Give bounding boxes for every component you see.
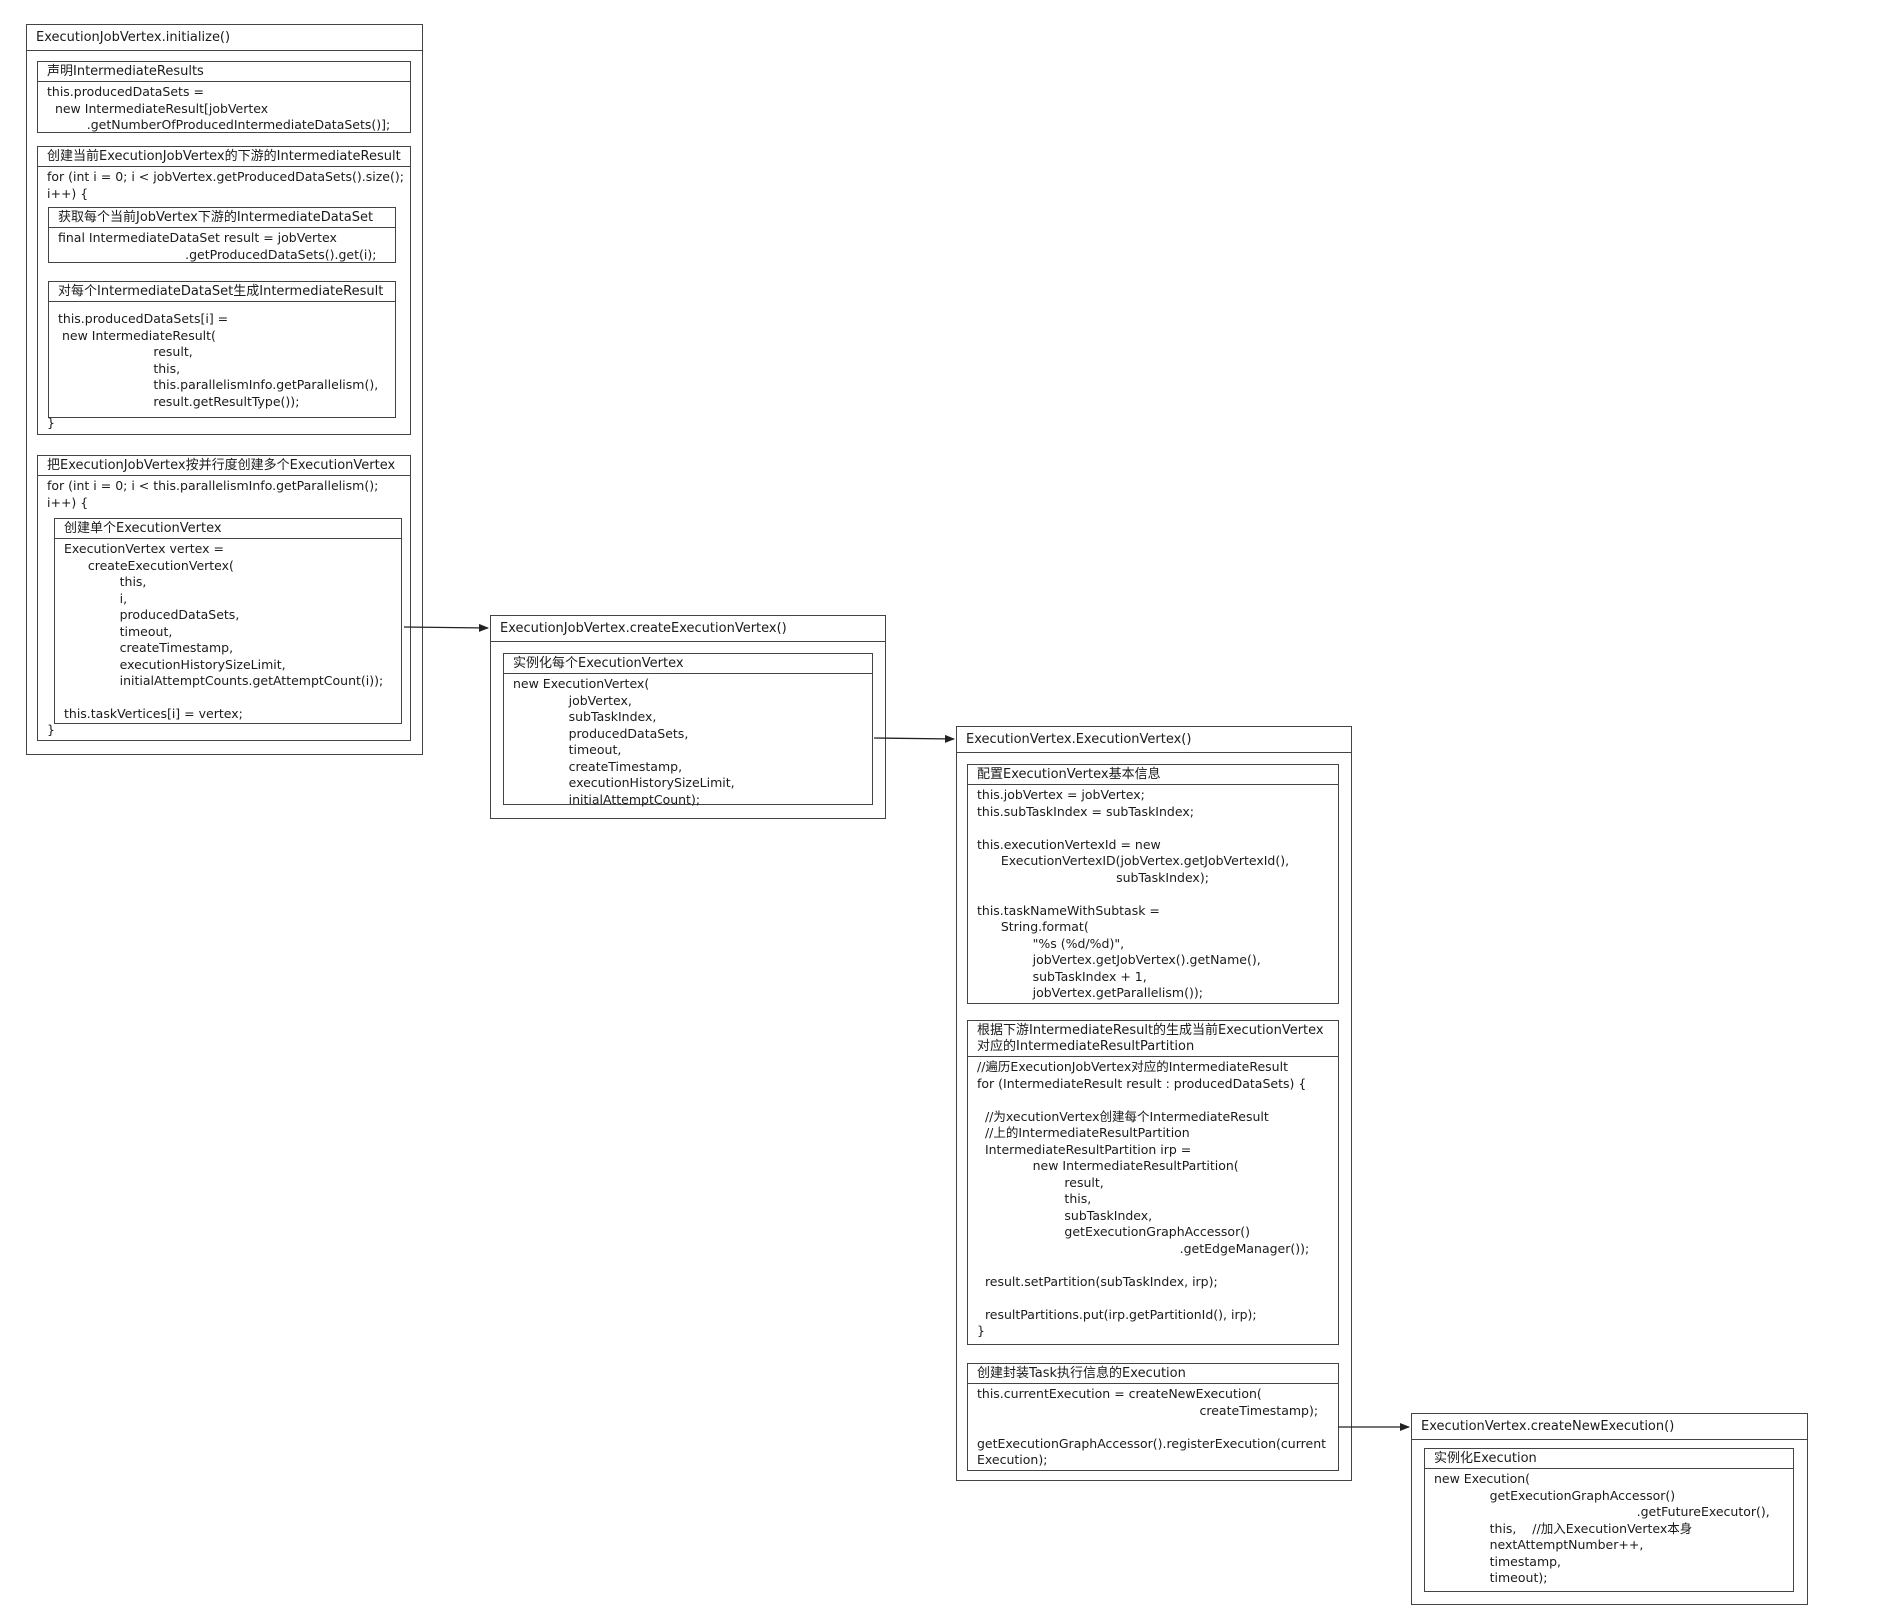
create-results-title: 创建当前ExecutionJobVertex的下游的IntermediateRe… — [38, 147, 410, 167]
initialize-title: ExecutionJobVertex.initialize() — [27, 25, 422, 51]
create-results-loop-code: for (int i = 0; i < jobVertex.getProduce… — [47, 169, 404, 201]
create-vertices-closing-brace: } — [47, 722, 55, 737]
create-new-execution-box: ExecutionVertex.createNewExecution() 实例化… — [1411, 1413, 1808, 1605]
create-vertices-loop-code: for (int i = 0; i < this.parallelismInfo… — [47, 478, 379, 510]
create-results-closing-brace: } — [47, 415, 55, 430]
instantiate-execution-section: 实例化Execution new Execution( getExecution… — [1424, 1448, 1794, 1592]
gen-result-code: this.producedDataSets[i] = new Intermedi… — [58, 311, 379, 409]
create-execution-vertex-title: ExecutionJobVertex.createExecutionVertex… — [491, 616, 885, 642]
declare-results-title: 声明IntermediateResults — [38, 62, 410, 82]
basic-info-section: 配置ExecutionVertex基本信息 this.jobVertex = j… — [967, 764, 1339, 1004]
arrow-initialize-to-create-vertex — [403, 623, 489, 632]
instantiate-execution-code: new Execution( getExecutionGraphAccessor… — [1434, 1471, 1770, 1585]
get-dataset-title: 获取每个当前JobVertex下游的IntermediateDataSet — [49, 208, 395, 228]
partitions-code: //遍历ExecutionJobVertex对应的IntermediateRes… — [977, 1059, 1310, 1338]
execution-vertex-ctor-box: ExecutionVertex.ExecutionVertex() 配置Exec… — [956, 726, 1352, 1481]
create-execution-section: 创建封装Task执行信息的Execution this.currentExecu… — [967, 1363, 1339, 1471]
instantiate-execution-title: 实例化Execution — [1425, 1449, 1793, 1469]
create-vertices-title: 把ExecutionJobVertex按并行度创建多个ExecutionVert… — [38, 456, 410, 476]
single-vertex-title: 创建单个ExecutionVertex — [55, 519, 401, 539]
instantiate-vertex-section: 实例化每个ExecutionVertex new ExecutionVertex… — [503, 653, 873, 807]
partitions-section: 根据下游IntermediateResult的生成当前ExecutionVert… — [967, 1020, 1339, 1345]
execution-vertex-ctor-title: ExecutionVertex.ExecutionVertex() — [957, 727, 1351, 753]
get-dataset-code: final IntermediateDataSet result = jobVe… — [58, 230, 377, 262]
gen-result-section: 对每个IntermediateDataSet生成IntermediateResu… — [48, 281, 396, 418]
gen-result-title: 对每个IntermediateDataSet生成IntermediateResu… — [49, 282, 395, 302]
single-vertex-section: 创建单个ExecutionVertex ExecutionVertex vert… — [54, 518, 402, 724]
declare-results-section: 声明IntermediateResults this.producedDataS… — [37, 61, 411, 133]
instantiate-vertex-title: 实例化每个ExecutionVertex — [504, 654, 872, 674]
create-execution-vertex-box: ExecutionJobVertex.createExecutionVertex… — [490, 615, 886, 819]
create-execution-code: this.currentExecution = createNewExecuti… — [977, 1386, 1327, 1467]
create-results-section: 创建当前ExecutionJobVertex的下游的IntermediateRe… — [37, 146, 411, 435]
single-vertex-code: ExecutionVertex vertex = createExecution… — [64, 541, 384, 721]
create-execution-title: 创建封装Task执行信息的Execution — [968, 1364, 1338, 1384]
partitions-title: 根据下游IntermediateResult的生成当前ExecutionVert… — [968, 1021, 1338, 1057]
basic-info-code: this.jobVertex = jobVertex; this.subTask… — [977, 787, 1290, 1000]
get-dataset-section: 获取每个当前JobVertex下游的IntermediateDataSet fi… — [48, 207, 396, 263]
create-new-execution-title: ExecutionVertex.createNewExecution() — [1412, 1414, 1807, 1440]
initialize-box: ExecutionJobVertex.initialize() 声明Interm… — [26, 24, 423, 755]
declare-results-code: this.producedDataSets = new Intermediate… — [47, 84, 391, 132]
instantiate-vertex-code: new ExecutionVertex( jobVertex, subTaskI… — [513, 676, 735, 807]
basic-info-title: 配置ExecutionVertex基本信息 — [968, 765, 1338, 785]
create-vertices-section: 把ExecutionJobVertex按并行度创建多个ExecutionVert… — [37, 455, 411, 741]
arrow-create-vertex-to-ctor — [873, 734, 955, 743]
